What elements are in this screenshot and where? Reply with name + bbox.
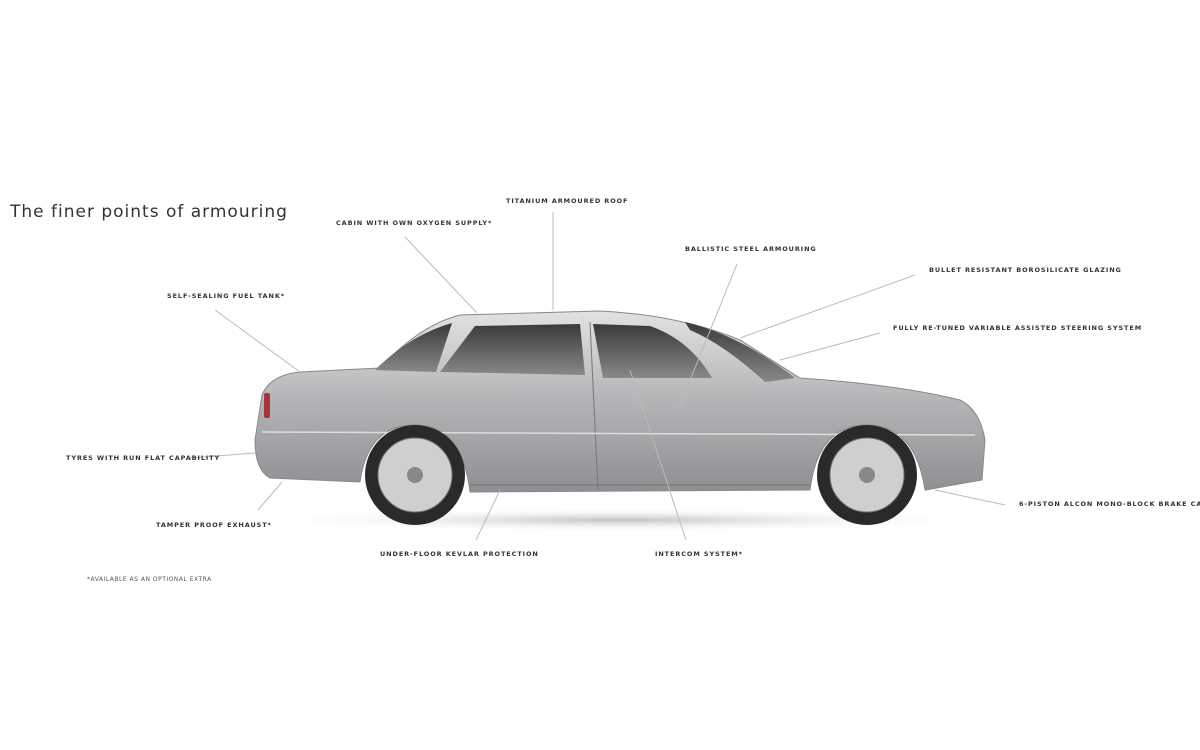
label-fuel: SELF-SEALING FUEL TANK* <box>167 292 286 300</box>
leader-oxygen <box>404 236 478 314</box>
label-glazing: BULLET RESISTANT BOROSILICATE GLAZING <box>929 266 1122 274</box>
front-door-window <box>593 324 712 378</box>
leader-glazing <box>739 274 916 339</box>
label-intercom: INTERCOM SYSTEM* <box>655 550 743 558</box>
door-seam <box>589 321 599 491</box>
tail-light <box>264 393 270 418</box>
label-oxygen: CABIN WITH OWN OXYGEN SUPPLY* <box>336 219 493 227</box>
label-brakes: 6-PISTON ALCON MONO-BLOCK BRAKE CALLIPER… <box>1019 500 1200 508</box>
leader-kevlar <box>475 489 501 541</box>
leader-brakes <box>934 489 1006 506</box>
leader-intercom <box>629 369 687 541</box>
windscreen <box>685 322 795 382</box>
leader-fuel <box>214 309 301 373</box>
label-roof: TITANIUM ARMOURED ROOF <box>506 197 629 205</box>
label-steel: BALLISTIC STEEL ARMOURING <box>685 245 817 253</box>
leader-tyres <box>189 452 256 459</box>
rear-door-window <box>440 324 585 375</box>
rear-wheel <box>365 425 465 525</box>
label-kevlar: UNDER-FLOOR KEVLAR PROTECTION <box>380 550 539 558</box>
label-exhaust: TAMPER PROOF EXHAUST* <box>156 521 272 529</box>
label-steering: FULLY RE-TUNED VARIABLE ASSISTED STEERIN… <box>893 324 1143 332</box>
leader-steering <box>779 332 881 361</box>
leader-exhaust <box>257 481 283 511</box>
footnote: *AVAILABLE AS AN OPTIONAL EXTRA <box>87 576 212 583</box>
front-wheel <box>817 425 917 525</box>
leader-steel <box>677 263 738 411</box>
page-title: The finer points of armouring <box>10 202 288 223</box>
label-tyres: TYRES WITH RUN FLAT CAPABILITY <box>66 454 221 462</box>
rear-window <box>375 323 452 372</box>
